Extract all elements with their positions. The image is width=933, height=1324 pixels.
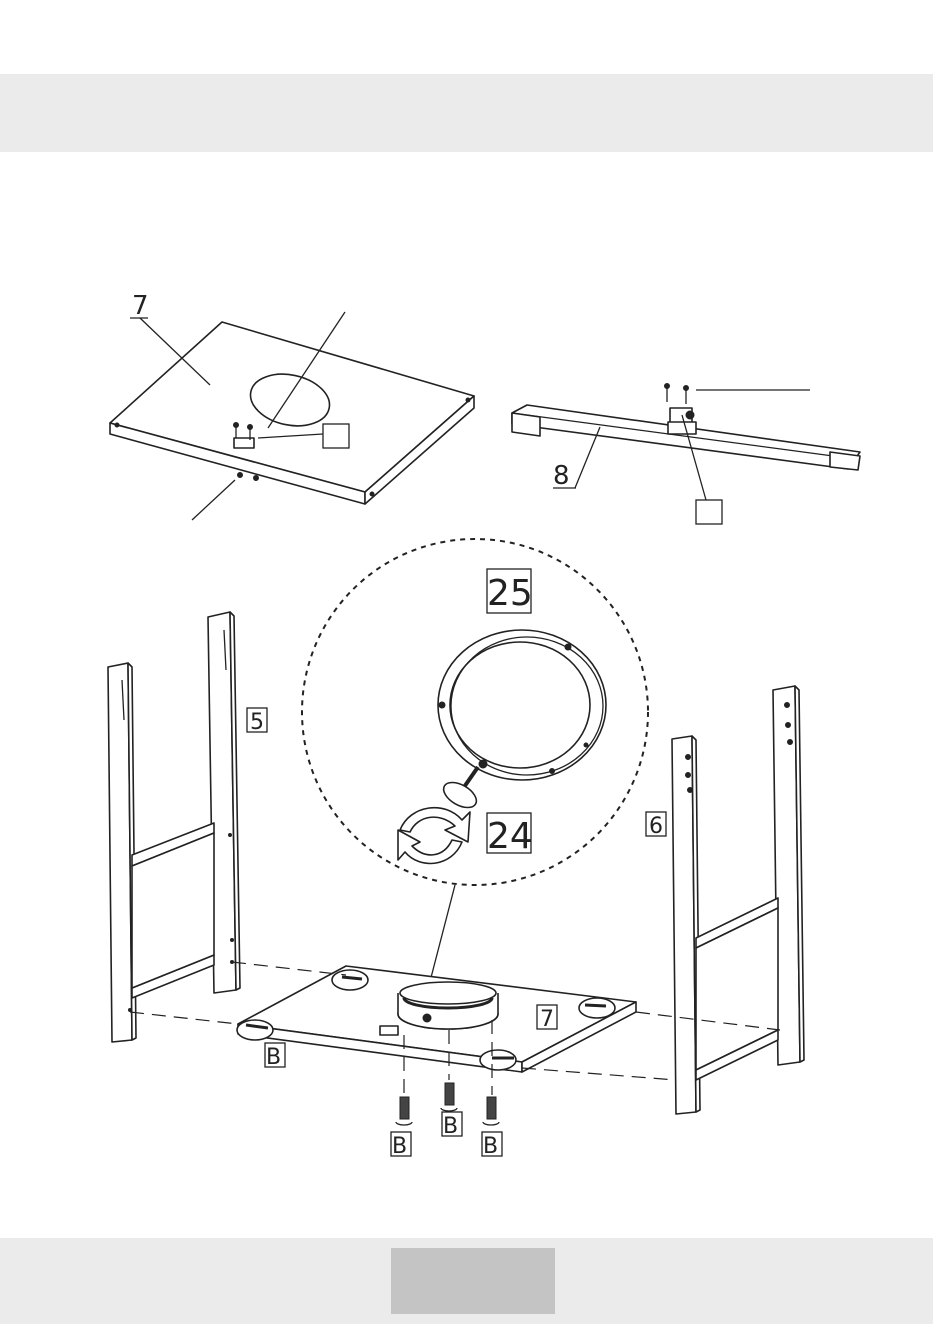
detail-callout: 25 24 (302, 539, 648, 1020)
part-7-bottom-label: 7 (540, 1007, 554, 1032)
bottom-panel-assembly: 7 B (237, 966, 636, 1072)
screw-b-label-4: B (483, 1134, 498, 1159)
rotate-arrows-icon (398, 808, 470, 864)
screw-b-label-3: B (443, 1114, 458, 1139)
screw-b-label-2: B (392, 1134, 407, 1159)
rail-assembly: 8 (512, 384, 860, 525)
part-24-label: 24 (487, 816, 533, 857)
part-8-label: 8 (553, 461, 570, 491)
part-25-label: 25 (487, 573, 533, 614)
screw-icon (441, 1083, 457, 1111)
adjuster-knob (439, 767, 480, 813)
top-panel-assembly: 7 (110, 291, 474, 520)
screws-b: B B B (391, 1083, 502, 1159)
screw-icon (396, 1097, 412, 1125)
part-5-label: 5 (250, 710, 264, 735)
part-7-label: 7 (132, 291, 149, 321)
part-6-label: 6 (649, 814, 663, 839)
right-frame-assembly: 6 (646, 686, 804, 1114)
screw-icon (483, 1097, 499, 1125)
screw-b-label-1: B (266, 1045, 281, 1070)
left-frame-assembly: 5 (108, 612, 267, 1042)
